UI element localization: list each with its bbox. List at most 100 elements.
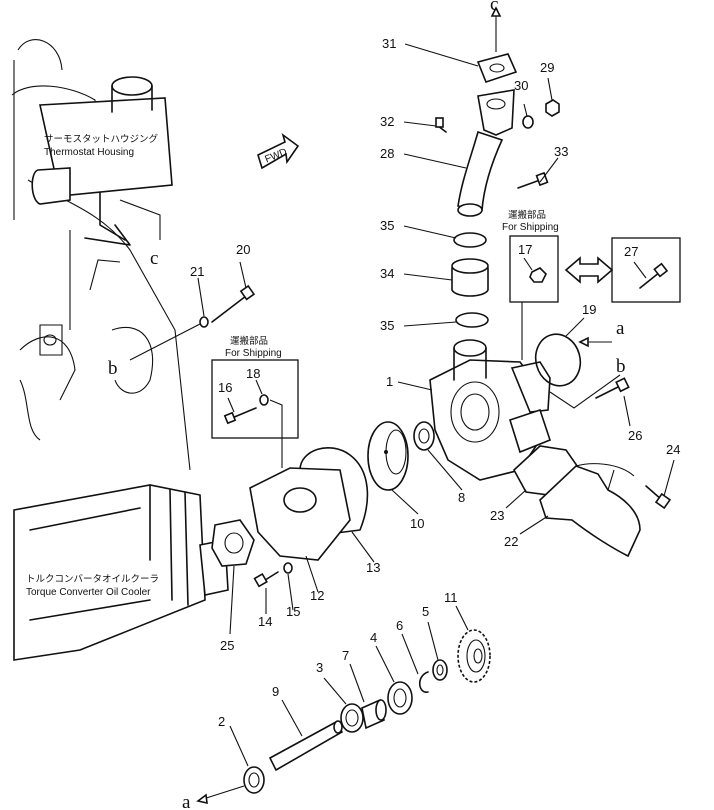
cover-12 xyxy=(249,467,351,561)
callout-30: 30 xyxy=(514,78,528,93)
callout-11: 11 xyxy=(444,590,458,605)
oil-cooler-label: Torque Converter Oil Cooler xyxy=(26,587,151,598)
fwd-label: FWD xyxy=(263,147,288,166)
callout-28: 28 xyxy=(380,146,394,161)
leader-b-left xyxy=(129,323,201,361)
callout-31: 31 xyxy=(382,36,396,51)
leader-18 xyxy=(269,399,283,468)
callout-7: 7 xyxy=(342,648,349,663)
callout-1: 1 xyxy=(386,374,393,389)
callout-33: 33 xyxy=(554,144,568,159)
arrow-c-top xyxy=(490,6,502,17)
o-ring-19 xyxy=(534,333,582,387)
callout-18: 18 xyxy=(246,366,260,381)
callout-16: 16 xyxy=(218,380,232,395)
callout-6: 6 xyxy=(396,618,403,633)
nut-17 xyxy=(529,267,547,283)
shipping-box-left xyxy=(211,359,299,439)
washer-30 xyxy=(522,115,534,129)
ref-letter-a-bottom: a xyxy=(182,792,191,810)
gear-11 xyxy=(457,629,491,683)
callout-27: 27 xyxy=(624,244,638,259)
ref-letter-a-right: a xyxy=(616,318,625,339)
callout-32: 32 xyxy=(380,114,394,129)
callout-29: 29 xyxy=(540,60,554,75)
callout-34: 34 xyxy=(380,266,394,281)
elbow-28 xyxy=(457,89,515,217)
callout-35-bottom: 35 xyxy=(380,318,394,333)
callout-17: 17 xyxy=(518,242,532,257)
leader-b-right xyxy=(549,374,621,409)
hose-clamp-35-top xyxy=(453,232,487,248)
callout-35-top: 35 xyxy=(380,218,394,233)
thermostat-housing-label: Thermostat Housing xyxy=(44,147,134,158)
hose-34 xyxy=(451,258,489,297)
ref-letter-b-left: b xyxy=(108,358,118,379)
ref-letter-c-left: c xyxy=(150,248,158,269)
hose-clamp-35-bottom xyxy=(455,312,489,328)
callout-24: 24 xyxy=(666,442,680,457)
callout-8: 8 xyxy=(458,490,465,505)
arrow-a-right xyxy=(578,336,589,348)
gasket-13 xyxy=(299,446,369,536)
shipping-box-left-jp-label: 運搬部品 xyxy=(230,335,268,347)
gasket-25 xyxy=(211,519,255,567)
callout-4: 4 xyxy=(370,630,377,645)
bolt-14 xyxy=(253,571,279,588)
callout-19: 19 xyxy=(582,302,596,317)
washer-21 xyxy=(199,316,209,328)
oil-cooler xyxy=(13,484,229,661)
water-pump-body xyxy=(429,339,551,481)
callout-26: 26 xyxy=(628,428,642,443)
bolt-27-head xyxy=(653,262,669,278)
impeller-10 xyxy=(367,421,409,491)
oil-cooler-jp-label: トルクコンバータオイルクーラ xyxy=(26,574,159,585)
callout-9: 9 xyxy=(272,684,279,699)
callout-10: 10 xyxy=(410,516,424,531)
bolt-26 xyxy=(595,377,630,399)
callout-15: 15 xyxy=(286,604,300,619)
bearing-3 xyxy=(340,703,364,733)
seal-8 xyxy=(413,421,435,451)
callout-leaders xyxy=(197,43,675,767)
callout-25: 25 xyxy=(220,638,234,653)
fwd-arrow xyxy=(257,132,300,170)
spacer-7 xyxy=(361,698,387,730)
pipe-22 xyxy=(539,463,641,558)
bolt-27 xyxy=(639,271,661,289)
shaft-9 xyxy=(268,720,344,772)
callout-20: 20 xyxy=(236,242,250,257)
bolt-33 xyxy=(517,171,549,189)
callout-23: 23 xyxy=(490,508,504,523)
callout-14: 14 xyxy=(258,614,272,629)
ring-5 xyxy=(432,659,448,681)
arrow-a-bottom xyxy=(196,793,208,805)
bolt-20 xyxy=(211,284,256,323)
leader-a-bottom xyxy=(199,785,245,801)
interchange-arrow xyxy=(564,256,614,284)
ref-letter-b-right: b xyxy=(616,356,626,377)
callout-2: 2 xyxy=(218,714,225,729)
shipping-box-right-jp-label: 運搬部品 xyxy=(508,209,546,221)
seal-2 xyxy=(243,766,265,794)
flange-31 xyxy=(476,53,518,83)
callout-3: 3 xyxy=(316,660,323,675)
callout-13: 13 xyxy=(366,560,380,575)
callout-12: 12 xyxy=(310,588,324,603)
bolt-16 xyxy=(223,407,257,425)
ref-letter-c-top: c xyxy=(490,0,498,15)
thermostat-housing xyxy=(31,76,173,246)
shipping-box-left-label: For Shipping xyxy=(225,348,282,359)
callout-21: 21 xyxy=(190,264,204,279)
bearing-4 xyxy=(387,681,413,715)
shipping-box-right xyxy=(509,235,559,303)
snap-ring-6 xyxy=(418,671,429,693)
nut-29 xyxy=(545,99,560,117)
bolt-27-box xyxy=(611,237,681,303)
thermostat-housing-jp-label: サーモスタットハウジング xyxy=(44,133,159,145)
shipping-box-right-label: For Shipping xyxy=(502,222,559,233)
callout-22: 22 xyxy=(504,534,518,549)
washer-18 xyxy=(259,394,269,406)
